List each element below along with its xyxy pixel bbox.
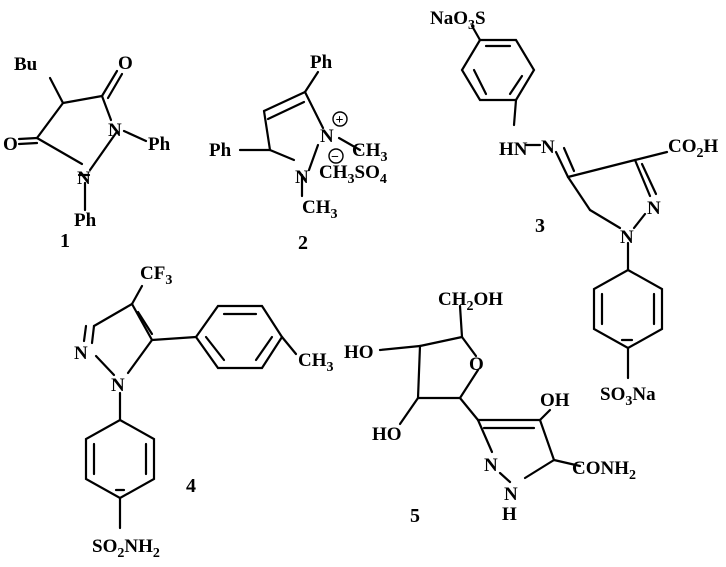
compound-2-n-plus-label: N	[320, 126, 334, 147]
compound-3-bonds	[460, 24, 669, 380]
compound-3: NaO3S HN N CO2H N N SO3Na 3	[430, 8, 719, 409]
compound-5-bonds	[378, 304, 582, 484]
compound-3-naso3s-label: NaO3S	[430, 8, 486, 33]
compound-5-o-ring-label: O	[469, 354, 484, 375]
compound-2-bonds	[238, 70, 362, 198]
compound-2-ph-top-label: Ph	[310, 52, 333, 73]
compound-4: CF3 N N CH3 SO2NH2 4	[74, 263, 334, 561]
compound-2-minus-sign: −	[331, 150, 339, 165]
compound-5-conh2-label: CONH2	[572, 458, 636, 483]
compound-2-ch3-bottom-label: CH3	[302, 197, 338, 222]
compound-1-n-right-label: N	[108, 120, 122, 141]
compound-5-number: 5	[410, 505, 420, 527]
compound-1-ph-bottom-label: Ph	[74, 210, 97, 231]
compound-1-bonds	[17, 69, 148, 212]
compound-4-n-bottom-label: N	[111, 375, 125, 396]
compound-2-n-label: N	[295, 167, 309, 188]
compound-5-ho-top-label: HO	[344, 342, 374, 363]
compound-1-o-left-label: O	[3, 134, 18, 155]
compound-2-plus-sign: +	[336, 113, 344, 128]
compound-2-minus-charge-icon	[328, 148, 344, 164]
compound-5-ch2oh-label: CH2OH	[438, 289, 503, 314]
compound-4-so2nh2-label: SO2NH2	[92, 536, 160, 561]
compound-3-co2h-label: CO2H	[668, 136, 719, 161]
compound-5-nh-h-label: H	[502, 504, 517, 525]
compound-1-bu-label: Bu	[14, 54, 38, 75]
compound-3-n1-ring-label: N	[620, 227, 634, 248]
compound-4-number: 4	[186, 475, 196, 497]
compound-1-n-bottom-label: N	[77, 168, 91, 189]
compound-1-number: 1	[60, 230, 70, 252]
compound-3-number: 3	[535, 215, 545, 237]
compound-3-hn-label: HN	[499, 139, 528, 160]
compound-1: Bu O O N N Ph Ph 1	[3, 53, 171, 252]
compound-4-ch3-label: CH3	[298, 350, 334, 375]
compound-5-oh-label: OH	[540, 390, 570, 411]
compound-3-n-ring-label: N	[647, 198, 661, 219]
compound-2-number: 2	[298, 232, 308, 254]
compound-4-n-top-label: N	[74, 343, 88, 364]
compound-2-ch3-right-label: CH3	[352, 140, 388, 165]
compound-2-plus-charge-icon	[332, 111, 348, 127]
compound-2-counterion-label: CH3SO4	[319, 162, 387, 187]
compound-5: CH2OH HO O HO OH N N H CONH2 5	[344, 289, 636, 527]
compound-1-ph-right-label: Ph	[148, 134, 171, 155]
compound-2-ph-left-label: Ph	[209, 140, 232, 161]
compound-2: Ph Ph N + N CH3 CH3SO4 − CH3 2	[209, 52, 388, 254]
compound-3-so3na-label: SO3Na	[600, 384, 656, 409]
compound-4-cf3-label: CF3	[140, 263, 172, 288]
compound-3-n-azo-label: N	[541, 137, 555, 158]
compound-5-n-label: N	[484, 455, 498, 476]
compound-5-nh-n-label: N	[504, 484, 518, 505]
compound-5-ho-bottom-label: HO	[372, 424, 402, 445]
compound-4-bonds	[82, 284, 298, 530]
compound-1-o-top-label: O	[118, 53, 133, 74]
